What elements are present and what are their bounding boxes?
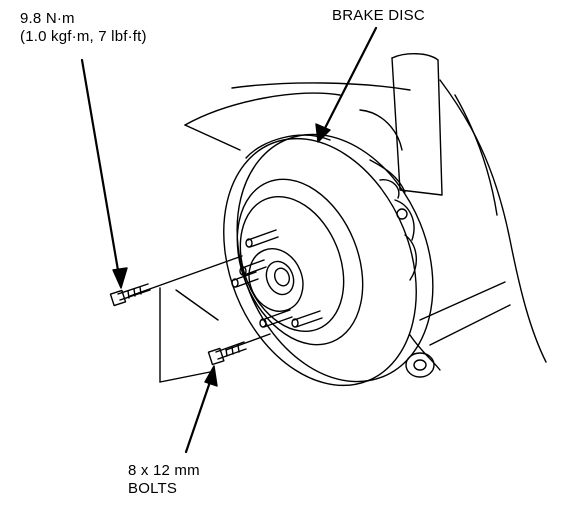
bolts-label: 8 x 12 mm BOLTS xyxy=(128,462,200,498)
wheel-hub xyxy=(248,248,304,312)
upper-bolt xyxy=(109,283,151,307)
wheel-stud xyxy=(239,259,267,276)
torque-leader-arrow xyxy=(80,58,128,289)
lower-arm-outline xyxy=(405,281,511,378)
bolt-size: 8 x 12 mm xyxy=(128,462,200,479)
vehicle-body-outline xyxy=(184,79,547,363)
wheel-stud xyxy=(245,229,279,248)
bolt-projection-lines xyxy=(129,255,271,383)
brake-disc-leader-arrow xyxy=(315,26,378,143)
brake-disc-label: BRAKE DISC xyxy=(332,7,425,24)
bolt-name: BOLTS xyxy=(128,480,178,497)
knuckle-outline xyxy=(379,179,417,281)
torque-value-nm: 9.8 N·m xyxy=(20,10,75,27)
torque-value-alt: (1.0 kgf·m, 7 lbf·ft) xyxy=(20,28,147,45)
strut-outline xyxy=(359,53,443,196)
wheel-stud xyxy=(259,309,293,328)
wheel-stud xyxy=(231,271,259,288)
wheel-stud xyxy=(291,310,323,328)
bolts-leader-arrow xyxy=(184,365,218,454)
lower-bolt xyxy=(207,341,247,366)
torque-spec-label: 9.8 N·m (1.0 kgf·m, 7 lbf·ft) xyxy=(20,10,147,46)
